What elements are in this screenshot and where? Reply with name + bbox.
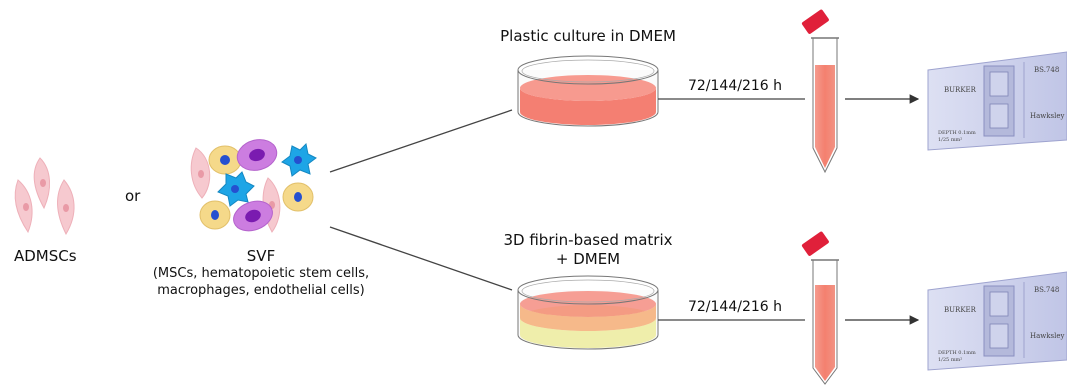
or-label: or <box>125 187 141 205</box>
bottom-condition-line2: + DMEM <box>555 250 621 268</box>
svf-cells-icon <box>190 139 317 233</box>
connector-bottom <box>329 226 513 291</box>
bottom-condition-line1: 3D fibrin-based matrix <box>503 231 673 249</box>
counting-chamber-bottom-icon: BURKER DEPTH 0.1mm 1/25 mm² BS.748 Hawks… <box>927 271 1067 371</box>
conical-tube-bottom-icon <box>801 231 839 385</box>
fibrin-matrix-dish-icon <box>517 275 659 350</box>
chamber-top-code: BS.748 <box>1034 66 1059 74</box>
top-time-label: 72/144/216 h <box>687 78 782 94</box>
chamber-bottom-depth: DEPTH 0.1mm <box>938 350 976 356</box>
admsc-cells-icon <box>14 157 75 236</box>
bottom-time-label: 72/144/216 h <box>687 299 782 315</box>
svf-detail-line1: (MSCs, hematopoietic stem cells, <box>152 266 370 281</box>
counting-chamber-top-icon: BURKER DEPTH 0.1mm 1/25 mm² BS.748 Hawks… <box>927 51 1067 151</box>
chamber-bottom-area: 1/25 mm² <box>938 357 962 363</box>
top-condition-label: Plastic culture in DMEM <box>500 27 676 45</box>
chamber-bottom-code: BS.748 <box>1034 286 1059 294</box>
chamber-bottom-brand: BURKER <box>944 306 977 314</box>
chamber-top-brand: BURKER <box>944 86 977 94</box>
svf-detail-line2: macrophages, endothelial cells) <box>157 283 365 298</box>
svf-label: SVF <box>246 247 276 265</box>
admscs-label: ADMSCs <box>14 247 77 265</box>
chamber-top-depth: DEPTH 0.1mm <box>938 130 976 136</box>
chamber-bottom-maker: Hawksley <box>1030 332 1064 340</box>
connector-top <box>329 109 513 173</box>
chamber-top-area: 1/25 mm² <box>938 137 962 143</box>
plastic-culture-dish-icon <box>517 55 659 127</box>
chamber-top-maker: Hawksley <box>1030 112 1064 120</box>
conical-tube-top-icon <box>801 9 839 174</box>
